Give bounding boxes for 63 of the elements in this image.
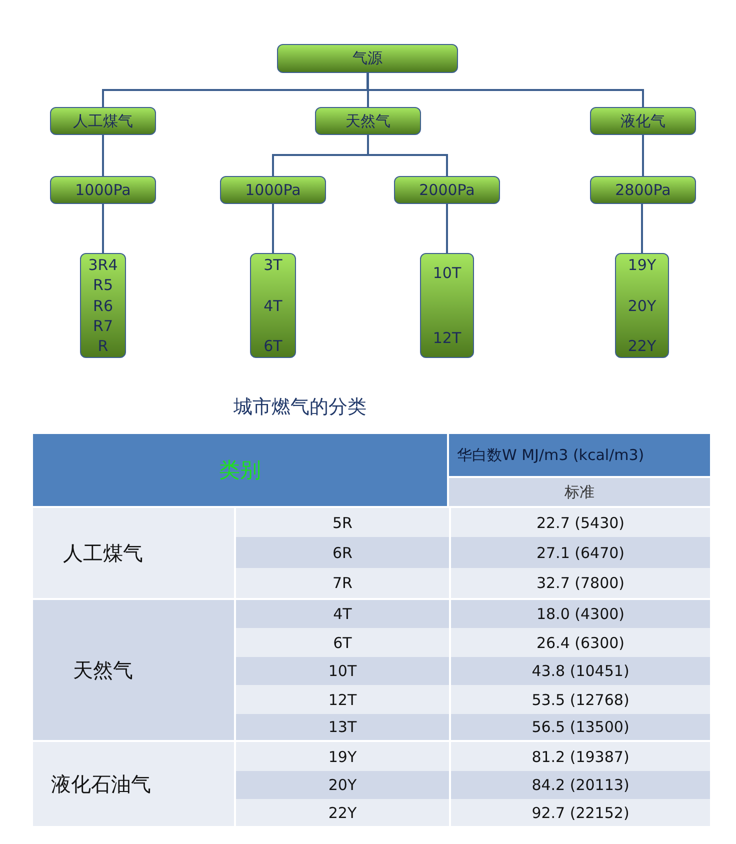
box-label: 3R4 xyxy=(88,256,118,274)
connector-line xyxy=(272,204,274,253)
table-cell: 26.4 (6300) xyxy=(451,628,710,657)
grade-box xyxy=(420,253,474,358)
box-label: 3T xyxy=(264,256,282,274)
group-cell: 天然气 xyxy=(33,600,234,740)
table-cell: 84.2 (20113) xyxy=(451,771,710,799)
table-cell: 6R xyxy=(236,537,449,568)
box-label: 10T xyxy=(432,264,462,282)
table-cell: 13T xyxy=(236,714,449,740)
header-cell: 标准 xyxy=(449,478,710,506)
connector-line xyxy=(102,135,104,176)
table-cell: 27.1 (6470) xyxy=(451,537,710,568)
box-label: 19Y xyxy=(628,256,656,274)
table-cell: 10T xyxy=(236,657,449,685)
table-cell: 81.2 (19387) xyxy=(451,742,710,771)
box-label: 12T xyxy=(432,329,462,347)
category-box: 天然气 xyxy=(315,107,421,135)
table-cell: 18.0 (4300) xyxy=(451,600,710,628)
group-cell: 液化石油气 xyxy=(33,742,234,826)
header-cell: 类别 xyxy=(33,434,447,506)
table-cell: 4T xyxy=(236,600,449,628)
category-box: 1000Pa xyxy=(220,176,326,204)
grade-box xyxy=(80,253,126,358)
table-cell: 5R xyxy=(236,508,449,537)
table-cell: 7R xyxy=(236,568,449,598)
connector-line xyxy=(367,135,448,176)
table-cell: 56.5 (13500) xyxy=(451,714,710,740)
header-cell: 华白数W MJ/m3 (kcal/m3) xyxy=(449,434,710,476)
box-label: 22Y xyxy=(628,337,656,355)
box-label: R xyxy=(98,337,108,355)
box-label: 6T xyxy=(264,337,282,355)
box-label: R6 xyxy=(93,296,113,314)
category-box: 人工煤气 xyxy=(50,107,156,135)
table-cell: 19Y xyxy=(236,742,449,771)
table-cell: 20Y xyxy=(236,771,449,799)
table-cell: 12T xyxy=(236,685,449,714)
box-label: R5 xyxy=(93,276,113,294)
table-cell: 53.5 (12768) xyxy=(451,685,710,714)
table-cell: 22Y xyxy=(236,799,449,826)
connector-line xyxy=(642,135,644,176)
category-box: 1000Pa xyxy=(50,176,156,204)
box-label: R7 xyxy=(93,316,113,335)
connector-line xyxy=(367,73,369,107)
table-cell: 22.7 (5430) xyxy=(451,508,710,537)
category-box: 2800Pa xyxy=(590,176,696,204)
table-cell: 92.7 (22152) xyxy=(451,799,710,826)
connector-line xyxy=(446,204,448,253)
category-box: 2000Pa xyxy=(394,176,500,204)
box-label: 20Y xyxy=(628,296,656,314)
connector-line xyxy=(102,204,104,253)
grade-box xyxy=(615,253,669,358)
grade-box xyxy=(250,253,296,358)
connector-line xyxy=(641,204,643,253)
group-cell: 人工煤气 xyxy=(33,508,234,598)
box-label: 4T xyxy=(264,296,282,314)
caption: 城市燃气的分类 xyxy=(232,395,368,420)
connector-line xyxy=(366,73,644,107)
category-box: 液化气 xyxy=(590,107,696,135)
table-cell: 32.7 (7800) xyxy=(451,568,710,598)
table-cell: 43.8 (10451) xyxy=(451,657,710,685)
table-cell: 6T xyxy=(236,628,449,657)
category-box: 气源 xyxy=(277,44,458,73)
